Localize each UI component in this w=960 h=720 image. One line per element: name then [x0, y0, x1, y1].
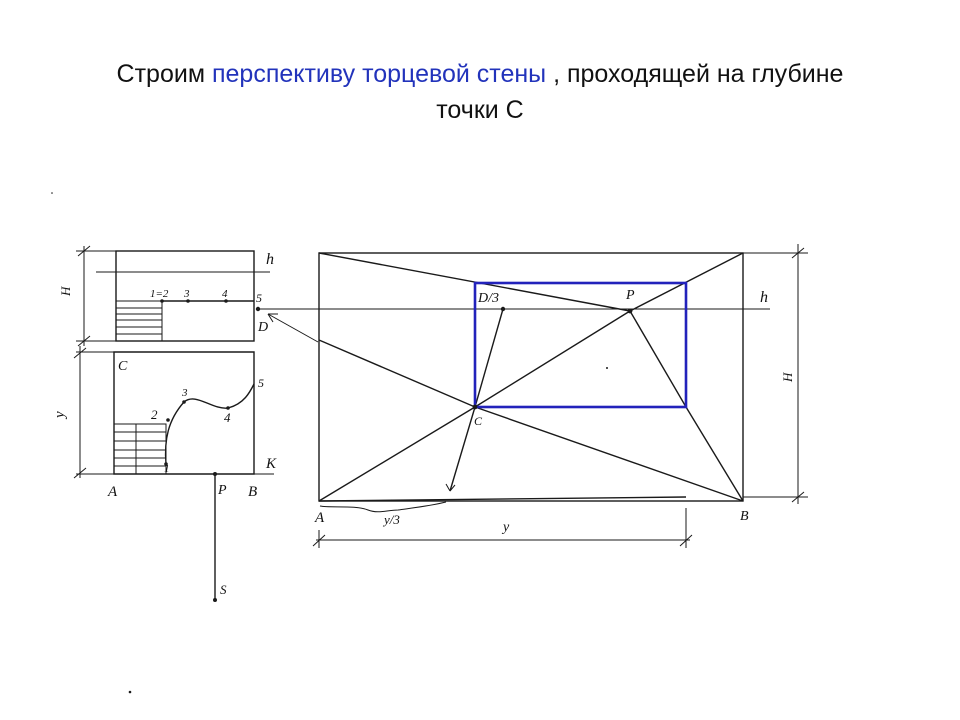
elevation-frame — [115, 250, 255, 342]
persp-label-y: y — [501, 520, 510, 535]
plan-label-2: 2 — [151, 407, 158, 422]
plan-walls — [113, 351, 255, 475]
line-C-to-y3 — [449, 406, 476, 492]
plan-label-y: y — [52, 411, 68, 420]
y3-brace — [319, 501, 447, 513]
plan-view: C y 3 2 4 5 1 K A P B S — [52, 346, 277, 602]
persp-label-P: P — [625, 288, 635, 303]
line-C-to-A — [318, 406, 476, 502]
plan-label-3: 3 — [181, 387, 188, 399]
title-part-1: Строим — [116, 60, 212, 88]
line-P-to-wall-corner — [629, 310, 687, 408]
slide-title: Строим перспективу торцевой стены , прох… — [0, 56, 960, 128]
persp-label-C: C — [474, 414, 483, 428]
plan-label-S: S — [220, 582, 227, 597]
dim-tick — [791, 491, 805, 503]
line-C-to-left-wall — [318, 339, 476, 408]
point-marker — [224, 299, 228, 303]
plan-label-1: 1 — [164, 463, 170, 475]
point-marker — [226, 406, 230, 410]
plan-label-5: 5 — [258, 376, 264, 390]
elevation-label-3: 3 — [183, 288, 190, 300]
elevation-label-5: 5 — [256, 291, 262, 305]
plan-label-B: B — [248, 484, 257, 500]
persp-label-y3: y/3 — [382, 512, 400, 527]
point-marker — [166, 418, 170, 422]
title-part-2: , проходящей на глубине — [546, 60, 844, 88]
dim-tick — [73, 347, 87, 359]
y3-arrowhead — [445, 483, 456, 492]
connector-arrow-line — [267, 313, 319, 343]
elevation-label-D: D — [257, 320, 268, 335]
plan-label-A: A — [107, 484, 118, 500]
point-marker — [160, 299, 164, 303]
dim-tick — [77, 335, 91, 347]
persp-label-B: B — [740, 509, 749, 524]
elevation-stair-box — [115, 300, 163, 342]
end-wall-frame — [473, 281, 688, 409]
wall-corner-to-B — [685, 406, 744, 502]
line-C-to-D3 — [474, 308, 504, 408]
persp-label-A: A — [314, 510, 325, 526]
speck — [128, 690, 132, 694]
elevation-label-H: H — [58, 286, 73, 297]
point-marker — [213, 598, 217, 602]
point-marker — [186, 299, 190, 303]
perspective-frame — [318, 252, 744, 502]
line-P-to-C — [474, 310, 631, 408]
elevation-label-4: 4 — [222, 288, 228, 300]
elevation-view: h H 1=2 3 4 5 D — [58, 245, 274, 347]
dim-tick — [791, 247, 805, 259]
elevation-label-1-2: 1=2 — [150, 288, 169, 300]
title-line-2: точки С — [436, 96, 524, 124]
speck — [51, 192, 53, 194]
connector-arrowhead — [267, 313, 278, 323]
elevation-label-h: h — [266, 251, 274, 268]
floor-line-to-y — [318, 496, 687, 502]
dim-tick — [679, 534, 693, 547]
point-marker — [606, 367, 608, 369]
point-marker — [213, 472, 217, 476]
perspective-view: D/3 P h H C A B y/3 y — [312, 244, 808, 548]
point-marker — [627, 308, 633, 314]
persp-label-h: h — [760, 289, 768, 306]
plan-label-K: K — [265, 456, 277, 472]
plan-curve — [164, 383, 255, 465]
persp-label-D3: D/3 — [477, 291, 499, 306]
point-marker — [500, 306, 506, 312]
title-highlight: перспективу торцевой стены — [211, 60, 547, 88]
point-marker — [472, 404, 478, 410]
point-marker — [164, 462, 168, 466]
plan-label-P: P — [217, 483, 227, 498]
point-marker — [182, 400, 186, 404]
plan-label-4: 4 — [224, 410, 231, 425]
dim-tick — [77, 245, 91, 257]
dim-tick — [73, 467, 87, 479]
persp-label-H: H — [780, 372, 795, 383]
dim-tick — [312, 534, 326, 547]
plan-label-C: C — [118, 359, 128, 374]
line-C-to-B — [474, 406, 744, 502]
